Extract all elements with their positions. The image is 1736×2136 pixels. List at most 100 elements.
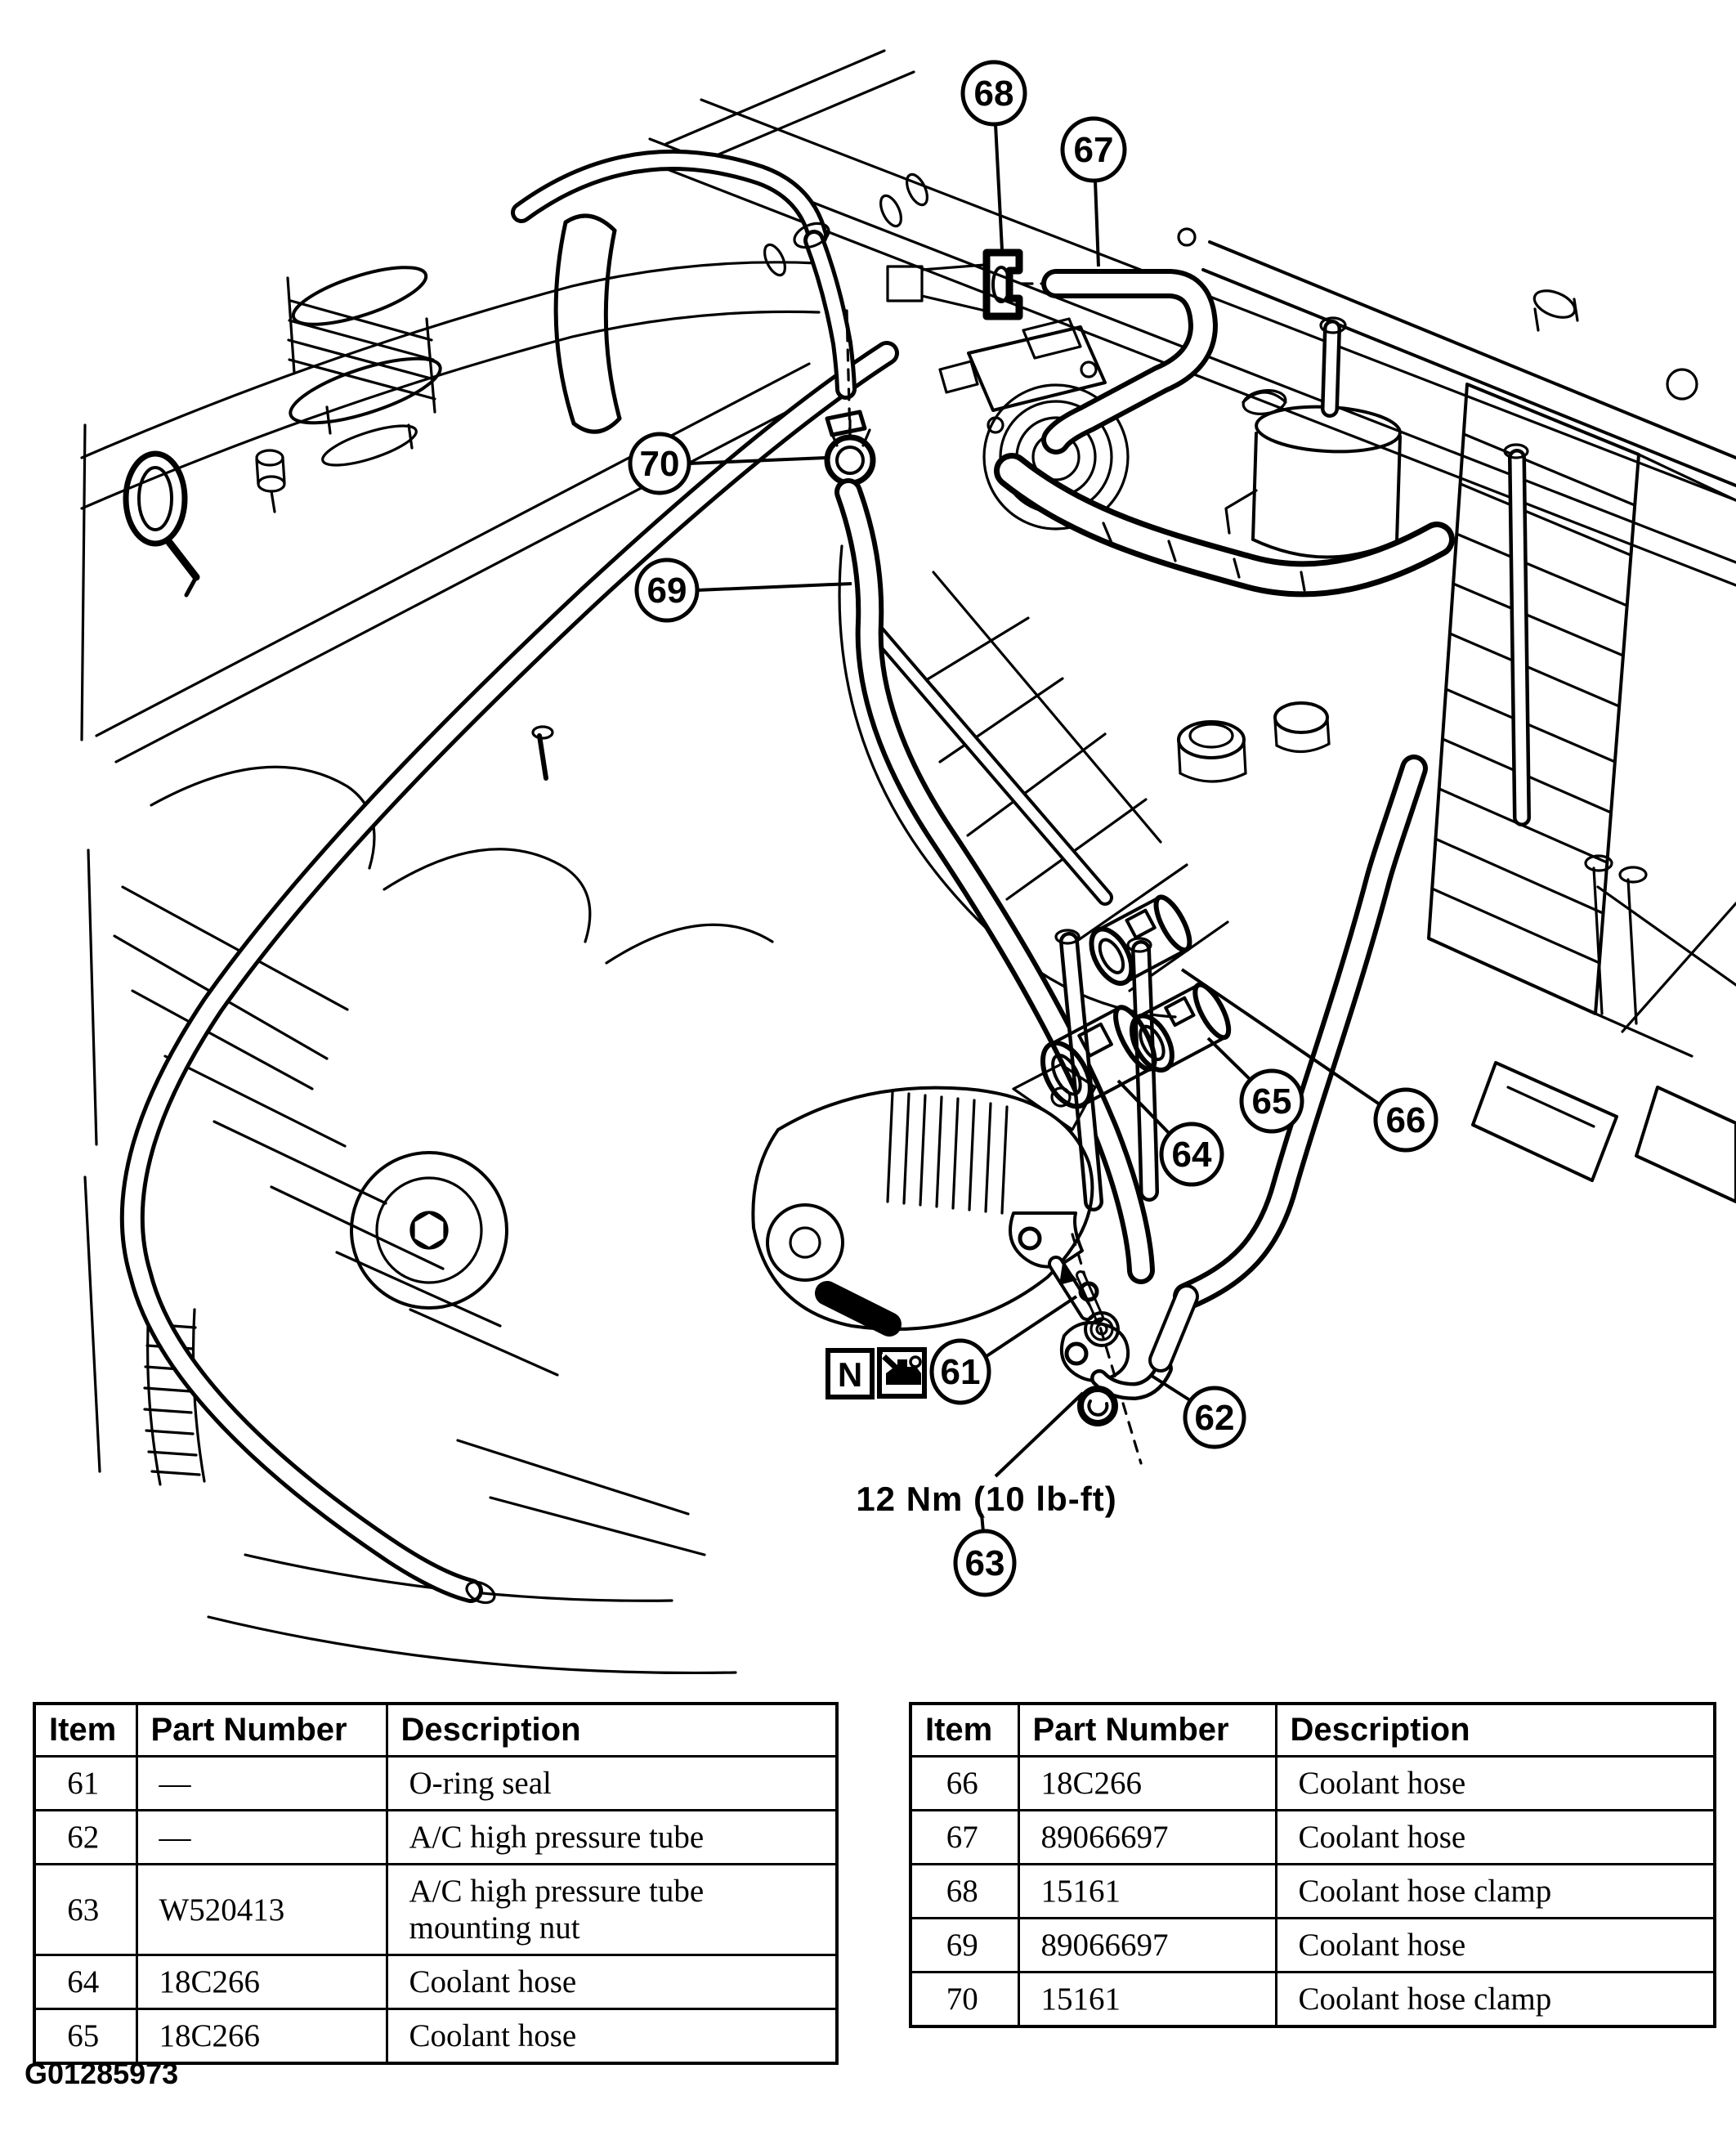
callout-66: 66 [1180, 968, 1438, 1153]
compressor-art [751, 1063, 1097, 1331]
callout-number: 66 [1386, 1100, 1426, 1140]
item-cell: 64 [33, 1954, 138, 2010]
item-cell: 62 [33, 1809, 138, 1865]
clamp-70-art [793, 222, 876, 525]
table-row: 62—A/C high pressure tube [33, 1809, 839, 1865]
callout-number: 61 [941, 1352, 981, 1392]
description-cell: Coolant hose [385, 1954, 839, 2010]
callout-68: 68 [960, 60, 1027, 251]
callout-number: 69 [647, 571, 687, 611]
o-ring-art [1078, 1281, 1099, 1302]
connector-65-art [1130, 982, 1232, 1072]
part-number-cell: 15161 [1017, 1863, 1277, 1919]
item-cell: 61 [33, 1755, 138, 1811]
engine-top-art [80, 150, 828, 965]
callout-65: 65 [1206, 1037, 1304, 1134]
callout-balloon [628, 432, 691, 495]
connector-64-art [1040, 1005, 1157, 1109]
part-number-cell: 18C266 [135, 1954, 388, 2010]
part-number-cell: W520413 [135, 1863, 388, 1956]
callout-leader-line [688, 456, 826, 465]
part-number-cell: — [135, 1755, 388, 1811]
callout-69: 69 [634, 558, 852, 623]
callout-leader-line [1094, 180, 1100, 267]
part-number-cell: 89066697 [1017, 1917, 1277, 1973]
table-row: 61—O-ring seal [33, 1755, 839, 1811]
item-cell: 63 [33, 1863, 138, 1956]
label-leader-lines [994, 1391, 1085, 1478]
callout-leader-line [1150, 1374, 1192, 1402]
engine-line-art [80, 49, 1736, 1675]
column-header: Item [33, 1702, 138, 1758]
callout-leader-line [1116, 1079, 1171, 1135]
description-cell: Coolant hose [1274, 1755, 1716, 1811]
callout-leader-line [980, 1513, 985, 1533]
degas-bottle-art [1224, 316, 1402, 559]
description-cell: Coolant hose clamp [1274, 1971, 1716, 2028]
part-number-cell: — [135, 1809, 388, 1865]
hose-62-run-art [1173, 755, 1428, 1310]
part-number-cell: 15161 [1017, 1971, 1277, 2028]
callout-balloon [960, 60, 1027, 127]
figure-code: G01285973 [25, 2057, 179, 2090]
callout-number: 70 [640, 444, 680, 484]
callout-number: 67 [1074, 130, 1114, 170]
ac-tube-art [815, 1211, 1199, 1465]
description-cell: Coolant hose clamp [1274, 1863, 1716, 1919]
callout-62: 62 [1150, 1374, 1246, 1449]
hose-67-art [1020, 269, 1218, 455]
note-box-n [825, 1348, 875, 1399]
callout-leader-line [985, 1295, 1078, 1358]
callout-70: 70 [628, 432, 826, 495]
column-header: Description [1274, 1702, 1716, 1758]
connector-66-art [1089, 894, 1192, 986]
description-cell: A/C high pressure tube mounting nut [385, 1863, 839, 1956]
callout-number: 64 [1172, 1135, 1212, 1175]
clamp-68-art [886, 249, 1023, 320]
callout-64: 64 [1116, 1079, 1224, 1187]
callout-leader-line [696, 582, 852, 592]
fan-shroud-art [838, 544, 1229, 1019]
callout-leader-line [994, 123, 1004, 251]
callout-balloon [1060, 116, 1127, 183]
torque-label: 12 Nm (10 lb-ft) [856, 1480, 1116, 1518]
item-cell: 66 [909, 1755, 1020, 1811]
long-hose-art [119, 341, 899, 1605]
note-symbol-boxes: N [825, 1347, 927, 1399]
callout-67: 67 [1060, 116, 1127, 267]
description-cell: A/C high pressure tube [385, 1809, 839, 1865]
callout-leader-line [1180, 968, 1381, 1106]
column-header: Description [385, 1702, 839, 1758]
lower-radiator-hose-art [994, 453, 1455, 598]
callout-number: 63 [965, 1543, 1005, 1583]
torque-leader-line [994, 1391, 1085, 1478]
radiator-art [1201, 240, 1736, 1203]
hose-69-art [834, 478, 1155, 1284]
item-cell: 67 [909, 1809, 1020, 1865]
part-number-cell: 18C266 [135, 2008, 388, 2065]
note-letter: N [838, 1355, 862, 1394]
item-cell: 65 [33, 2008, 138, 2065]
part-number-cell: 18C266 [1017, 1755, 1277, 1811]
callout-63: 63 [953, 1513, 1017, 1597]
callout-61: 61 [929, 1295, 1078, 1405]
column-header: Part Number [1017, 1702, 1277, 1758]
column-header: Item [909, 1702, 1020, 1758]
callout-number: 62 [1195, 1398, 1235, 1438]
callout-leader-line [1206, 1037, 1252, 1081]
description-cell: Coolant hose [1274, 1917, 1716, 1973]
description-cell: Coolant hose [1274, 1809, 1716, 1865]
mounting-nut-art [1077, 1386, 1118, 1426]
